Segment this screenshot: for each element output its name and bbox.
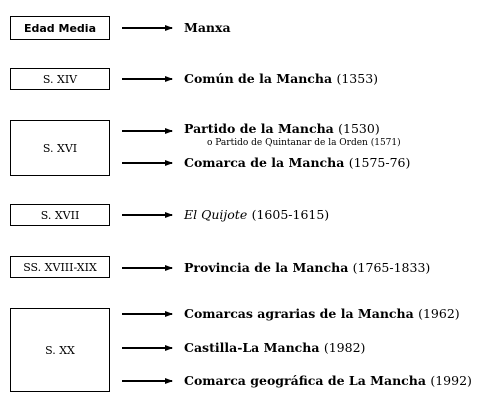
entry-comarca-mancha: Comarca de la Mancha (1575-76) <box>184 156 410 170</box>
period-box-ss-xviii-xix: SS. XVIII-XIX <box>10 256 110 278</box>
entry-manxa: Manxa <box>184 21 231 35</box>
entry-year: (1530) <box>338 121 380 136</box>
period-label: S. XIV <box>42 72 78 86</box>
period-box-edad-media: Edad Media <box>10 16 110 40</box>
entry-name: Provincia de la Mancha <box>184 260 349 275</box>
entry-year: (1962) <box>418 306 460 321</box>
period-label: SS. XVIII-XIX <box>23 260 97 274</box>
period-label: S. XVII <box>40 208 80 222</box>
entry-year: (1765-1833) <box>352 260 431 275</box>
entry-partido: Partido de la Mancha (1530) <box>184 122 380 136</box>
entry-comarcas-agrarias: Comarcas agrarias de la Mancha (1962) <box>184 307 460 321</box>
period-label: S. XVI <box>42 141 78 155</box>
entry-name: Comarca geográfica de La Mancha <box>184 373 426 388</box>
entry-name: Manxa <box>184 20 231 35</box>
entry-comarca-geografica: Comarca geográfica de La Mancha (1992) <box>184 374 472 388</box>
period-box-s-xiv: S. XIV <box>10 68 110 90</box>
period-label: S. XX <box>45 343 75 357</box>
entry-name: Partido de la Mancha <box>184 121 334 136</box>
entry-name: El Quijote <box>184 207 248 222</box>
period-box-s-xx: S. XX <box>10 308 110 392</box>
entry-castilla-la-mancha: Castilla-La Mancha (1982) <box>184 341 365 355</box>
entry-partido-note: o Partido de Quintanar de la Orden (1571… <box>207 138 401 148</box>
period-box-s-xvii: S. XVII <box>10 204 110 226</box>
entry-year: (1605-1615) <box>251 207 330 222</box>
entry-provincia: Provincia de la Mancha (1765-1833) <box>184 261 430 275</box>
entry-year: (1992) <box>430 373 472 388</box>
entry-quijote: El Quijote (1605-1615) <box>184 208 329 222</box>
entry-name: Común de la Mancha <box>184 71 333 86</box>
entry-year: (1982) <box>323 340 366 355</box>
entry-comun: Común de la Mancha (1353) <box>184 72 378 86</box>
entry-name: Castilla-La Mancha <box>184 340 320 355</box>
period-box-s-xvi: S. XVI <box>10 120 110 176</box>
entry-year: (1575-76) <box>348 155 411 170</box>
entry-name: Comarca de la Mancha <box>184 155 345 170</box>
entry-name: Comarcas agrarias de la Mancha <box>184 306 414 321</box>
entry-year: (1353) <box>336 71 379 86</box>
period-label: Edad Media <box>24 21 96 35</box>
